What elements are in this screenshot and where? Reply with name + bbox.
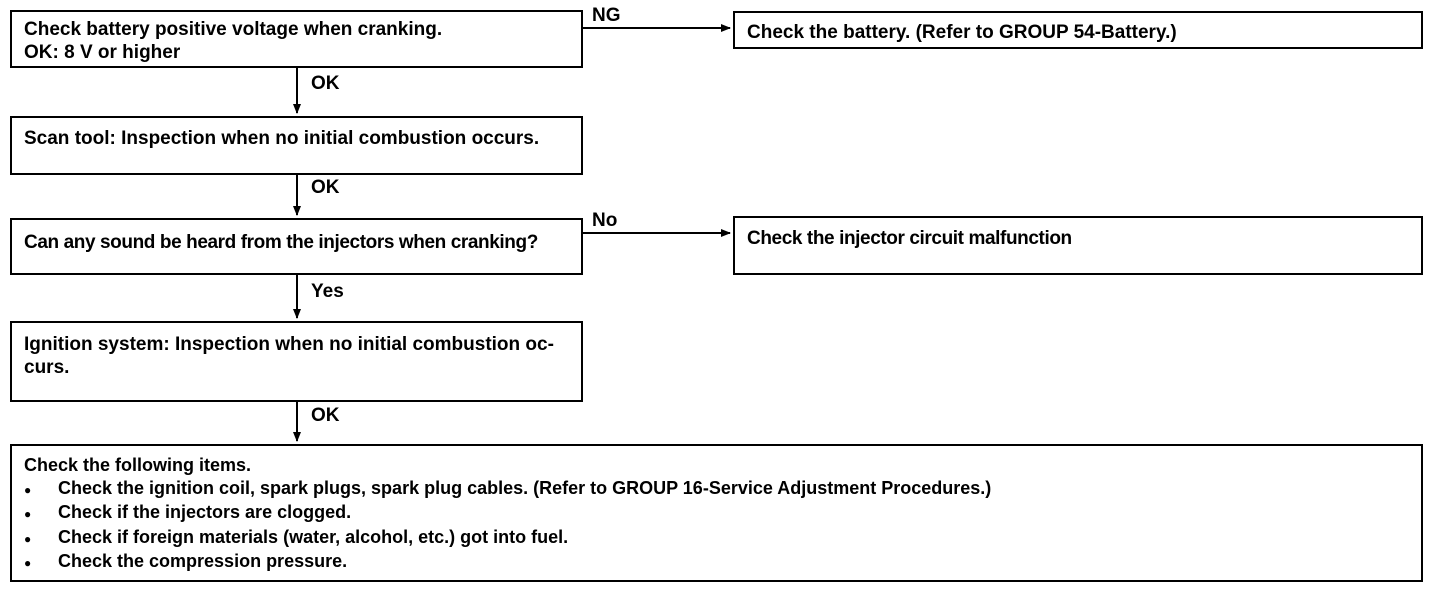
final-checks-box: Check the following items. ● Check the ig…: [10, 444, 1423, 582]
scan-tool-box: Scan tool: Inspection when no initial co…: [10, 116, 583, 175]
battery-ok-text: OK: 8 V or higher: [24, 42, 181, 63]
bullet-icon: ●: [24, 556, 32, 570]
final-item: ● Check if the injectors are clogged.: [24, 501, 1421, 526]
final-item: ● Check the ignition coil, spark plugs, s…: [24, 477, 1421, 502]
injector-sound-box: Can any sound be heard from the injector…: [10, 218, 583, 275]
label-ng: NG: [592, 5, 621, 26]
final-heading: Check the following items.: [24, 455, 252, 475]
label-no: No: [592, 210, 618, 231]
scan-tool-text: Scan tool: Inspection when no initial co…: [24, 128, 540, 149]
label-ok-3: OK: [311, 405, 340, 426]
final-item-text: Check the compression pressure.: [58, 551, 348, 571]
final-item: ● Check the compression pressure.: [24, 550, 1421, 575]
bullet-icon: ●: [24, 507, 32, 521]
label-ok-1: OK: [311, 73, 340, 94]
bullet-icon: ●: [24, 531, 32, 546]
final-item: ● Check if foreign materials (water, alco…: [24, 526, 1421, 551]
battery-ng-box: Check the battery. (Refer to GROUP 54-Ba…: [733, 11, 1423, 49]
injector-no-box: Check the injector circuit malfunction: [733, 216, 1423, 275]
battery-check-text: Check battery positive voltage when cran…: [24, 19, 443, 40]
ignition-box: Ignition system: Inspection when no init…: [10, 321, 583, 402]
battery-ng-text: Check the battery. (Refer to GROUP 54-Ba…: [747, 22, 1177, 43]
battery-check-box: Check battery positive voltage when cran…: [10, 10, 583, 68]
bullet-icon: ●: [24, 482, 32, 497]
final-item-text: Check the ignition coil, spark plugs, sp…: [58, 477, 992, 498]
injector-no-text: Check the injector circuit malfunction: [747, 228, 1072, 249]
label-yes: Yes: [311, 281, 344, 302]
final-item-text: Check if foreign materials (water, alcoh…: [58, 526, 569, 547]
label-ok-2: OK: [311, 177, 340, 198]
ignition-text-line1: Ignition system: Inspection when no init…: [24, 334, 554, 355]
final-item-text: Check if the injectors are clogged.: [58, 502, 352, 522]
injector-sound-text: Can any sound be heard from the injector…: [24, 232, 538, 253]
ignition-text-line2: curs.: [24, 357, 70, 378]
